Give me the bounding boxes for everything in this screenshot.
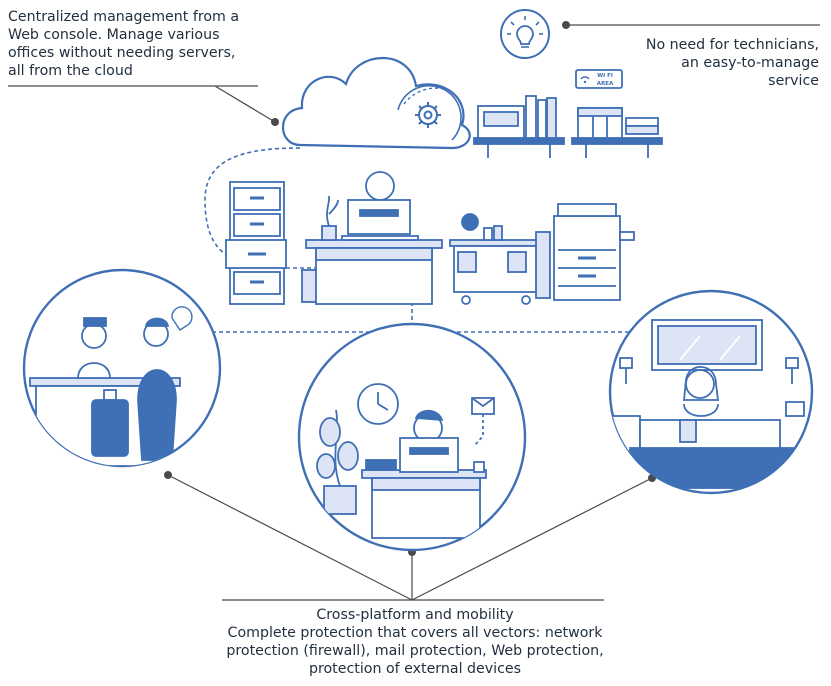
wifi-sign-text: WI FI <box>597 73 613 79</box>
lightbulb-icon <box>500 9 550 59</box>
caption-line: Centralized management from a <box>8 9 240 25</box>
caption-line: protection of external devices <box>308 661 522 677</box>
caption-line: Complete protection that covers all vect… <box>227 625 603 641</box>
caption-line: an easy-to-manage <box>681 55 819 71</box>
hotel-room-scene <box>608 289 814 495</box>
wifi-sign-text: AREA <box>597 81 614 87</box>
caption-line: all from the cloud <box>8 63 133 79</box>
caption-line: protection (firewall), mail protection, … <box>226 643 604 659</box>
office-shelves <box>473 69 663 158</box>
gear-icon <box>415 102 441 128</box>
caption-line: No need for technicians, <box>645 37 819 53</box>
callout-lines <box>8 21 820 601</box>
cloud-icon <box>281 56 471 150</box>
wifi-area-sign: WI FI AREA <box>580 73 614 87</box>
no-technicians-caption: No need for technicians, an easy-to-mana… <box>599 36 819 90</box>
cross-platform-caption: Cross-platform and mobility Complete pro… <box>200 606 630 678</box>
cloud-management-caption: Centralized management from a Web consol… <box>8 8 268 80</box>
central-office <box>225 171 635 305</box>
caption-line: offices without needing servers, <box>8 45 236 61</box>
home-office-scene <box>297 322 527 552</box>
travelers-scene <box>22 268 222 468</box>
caption-line: Cross-platform and mobility <box>316 607 514 623</box>
caption-line: service <box>768 73 819 89</box>
caption-line: Web console. Manage various <box>8 27 220 43</box>
